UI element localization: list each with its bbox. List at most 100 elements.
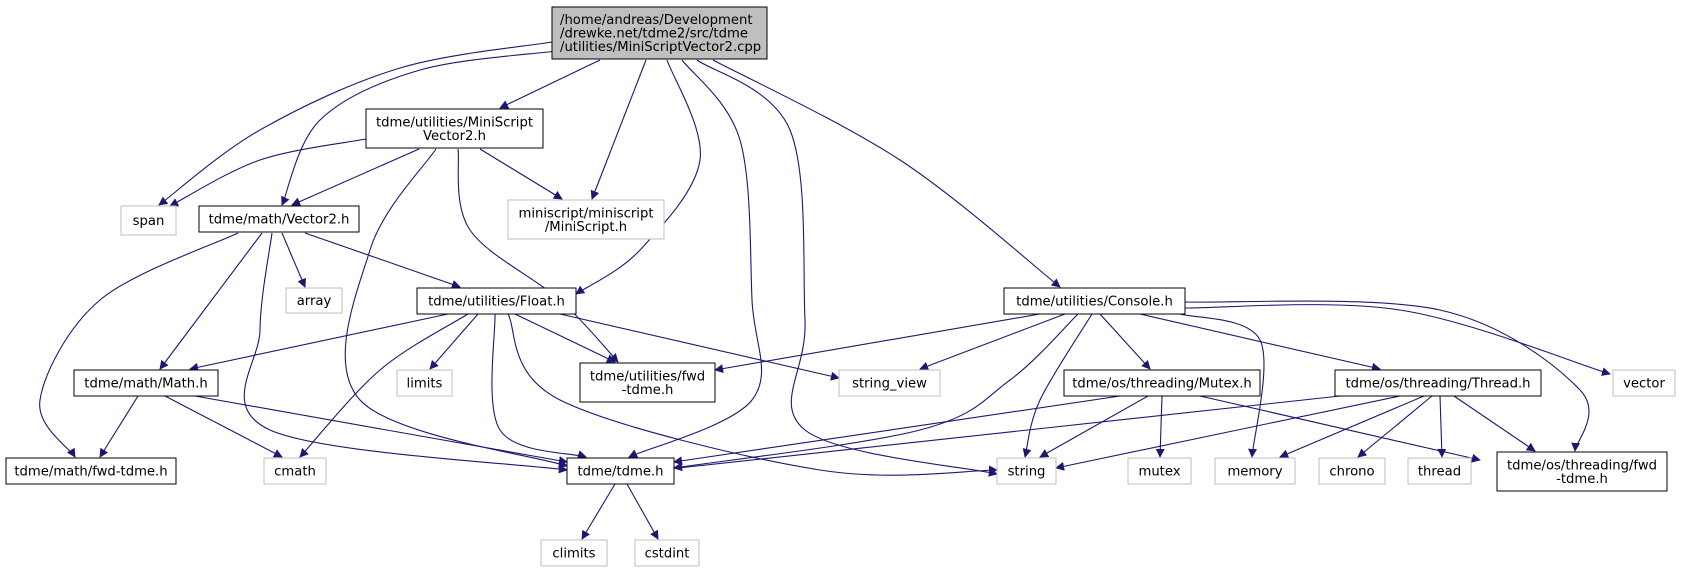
node-label: tdme/math/Math.h (84, 377, 207, 392)
edge-mutex_h-to-mutex (1155, 395, 1165, 458)
node-box (285, 287, 343, 314)
node-label: string_view (852, 377, 927, 392)
node-threading-fwd[interactable]: tdme/os/threading/fwd-tdme.h (1496, 451, 1668, 492)
edge-vector2_h-to-math_h (159, 232, 263, 370)
edge-float_h-to-tdme_h (491, 313, 587, 459)
edge-thread_h-to-tdme_h (659, 395, 1341, 474)
edge-tdme_h-to-cstdint (626, 483, 659, 540)
edge-mutex_h-to-threading_fwd (1199, 395, 1481, 463)
node-box (1214, 457, 1296, 485)
edge-root-to-span (158, 41, 553, 206)
node-label: miniscript/miniscript (518, 206, 653, 221)
node-cstdint: cstdint (634, 539, 700, 567)
node-box (540, 539, 608, 567)
edge-tdme_h-to-climits (581, 483, 616, 540)
edge-math_h-to-cmath (164, 395, 283, 458)
node-label: /home/andreas/Development (560, 13, 753, 28)
node-span: span (120, 205, 177, 236)
edge-float_h-to-cmath (299, 313, 469, 458)
node-thread: thread (1407, 457, 1472, 485)
node-box (416, 287, 577, 315)
node-box (365, 108, 544, 149)
edge-vector2_h-to-tdme_h (243, 232, 568, 474)
node-box (198, 205, 360, 233)
node-label: tdme/math/Vector2.h (209, 213, 350, 228)
node-label: /MiniScript.h (545, 220, 627, 235)
node-box (1334, 369, 1542, 397)
edge-vector2_h-to-math_fwd (39, 232, 239, 458)
edge-root-to-console_h (712, 59, 1061, 288)
edge-console_h-to-memory (1179, 313, 1265, 458)
node-memory: memory (1214, 457, 1296, 485)
node-chrono: chrono (1318, 457, 1386, 485)
node-label: tdme/utilities/Float.h (428, 295, 565, 310)
edge-float_h-to-string (507, 313, 998, 476)
node-math-h[interactable]: tdme/math/Math.h (73, 369, 219, 397)
edge-thread_h-to-memory (1279, 395, 1425, 458)
node-box (1496, 451, 1668, 492)
edge-console_h-to-string (1022, 313, 1093, 458)
node-label: tdme/math/fwd-tdme.h (14, 465, 167, 480)
node-tdme-h[interactable]: tdme/tdme.h (566, 457, 675, 485)
edge-console_h-to-string_view (919, 313, 1066, 371)
node-miniscript-h: miniscript/miniscript/MiniScript.h (507, 199, 665, 240)
node-climits: climits (540, 539, 608, 567)
node-box (1063, 369, 1261, 397)
node-limits: limits (396, 369, 453, 397)
node-thread-h[interactable]: tdme/os/threading/Thread.h (1334, 369, 1542, 397)
edge-root-to-miniscriptvector2_h (499, 59, 601, 109)
node-math-fwd[interactable]: tdme/math/fwd-tdme.h (5, 457, 177, 485)
node-label: cmath (274, 465, 316, 480)
node-box (396, 369, 453, 397)
edge-console_h-to-mutex_h (1099, 313, 1151, 370)
edge-vector2_h-to-array (281, 232, 306, 288)
node-box (1318, 457, 1386, 485)
node-vector: vector (1612, 369, 1676, 397)
node-float-h[interactable]: tdme/utilities/Float.h (416, 287, 577, 315)
node-label: Vector2.h (423, 129, 486, 144)
node-box (5, 457, 177, 485)
node-box (838, 369, 941, 397)
edge-root-to-string (696, 59, 998, 477)
edge-thread_h-to-chrono (1357, 395, 1433, 458)
node-label: mutex (1138, 465, 1180, 480)
edge-miniscriptvector2_h-to-span (169, 138, 367, 207)
node-label: tdme/os/threading/Mutex.h (1072, 377, 1252, 392)
node-miniscriptvector2-h[interactable]: tdme/utilities/MiniScriptVector2.h (365, 108, 544, 149)
node-mutex-h[interactable]: tdme/os/threading/Mutex.h (1063, 369, 1261, 397)
edge-root-to-vector2_h (281, 50, 558, 206)
edge-float_h-to-limits (429, 313, 479, 370)
node-box (996, 457, 1057, 485)
node-label: tdme/tdme.h (578, 465, 664, 480)
nodes: /home/andreas/Development/drewke.net/tdm… (5, 6, 1676, 567)
node-box (507, 199, 665, 240)
node-root[interactable]: /home/andreas/Development/drewke.net/tdm… (551, 6, 768, 60)
edge-miniscriptvector2_h-to-miniscript_h (479, 148, 563, 200)
edge-math_h-to-tdme_h (194, 395, 568, 466)
node-label: chrono (1329, 465, 1374, 480)
edge-miniscriptvector2_h-to-utilities_fwd (457, 148, 619, 363)
edge-float_h-to-utilities_fwd (514, 313, 616, 363)
node-vector2-h[interactable]: tdme/math/Vector2.h (198, 205, 360, 233)
edge-console_h-to-tdme_h (673, 313, 1079, 472)
node-label: span (133, 214, 165, 229)
edge-mutex_h-to-tdme_h (673, 395, 1121, 466)
node-string-view: string_view (838, 369, 941, 397)
node-console-h[interactable]: tdme/utilities/Console.h (1003, 287, 1186, 315)
node-label: limits (407, 377, 443, 392)
edge-console_h-to-threading_fwd (1184, 300, 1590, 452)
node-box (120, 205, 177, 236)
edge-thread_h-to-threading_fwd (1453, 395, 1536, 452)
node-label: tdme/utilities/fwd (590, 369, 705, 384)
edge-float_h-to-string_view (559, 313, 840, 381)
edge-console_h-to-utilities_fwd (714, 313, 1041, 374)
node-box (1003, 287, 1186, 315)
node-label: array (297, 294, 332, 309)
edge-miniscriptvector2_h-to-vector2_h (291, 148, 420, 206)
node-utilities-fwd[interactable]: tdme/utilities/fwd-tdme.h (579, 362, 716, 403)
node-label: /utilities/MiniScriptVector2.cpp (560, 40, 761, 55)
node-label: cstdint (645, 547, 690, 562)
node-label: tdme/utilities/Console.h (1016, 295, 1173, 310)
edge-float_h-to-math_h (189, 313, 449, 372)
